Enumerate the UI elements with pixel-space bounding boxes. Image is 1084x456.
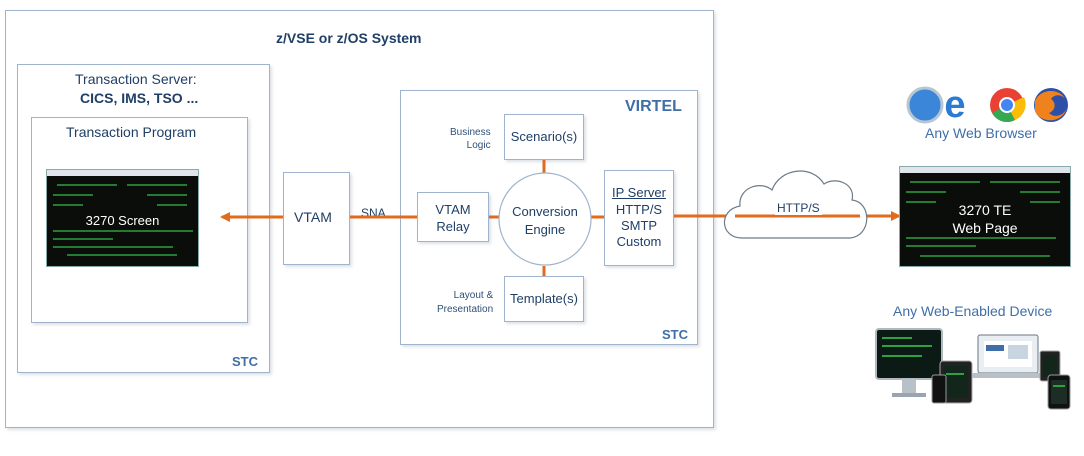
phone-right-icon — [1047, 374, 1071, 410]
vtam-relay-label: VTAM Relay — [435, 202, 471, 234]
ip-server-title: IP Server — [612, 185, 666, 200]
scenario-label: Scenario(s) — [510, 129, 578, 144]
virtel-stc: STC — [662, 327, 688, 342]
ip-server-protocols: HTTP/S SMTP Custom — [615, 202, 663, 249]
safari-icon — [906, 86, 944, 124]
business-logic-label: Business Logic — [450, 127, 491, 151]
template-label: Template(s) — [510, 291, 578, 306]
conversion-engine-circle — [498, 172, 592, 266]
small-tablet-icon — [1039, 350, 1061, 382]
transaction-program-title: Transaction Program — [66, 124, 197, 140]
conversion-engine-label: Conversion Engine — [512, 204, 578, 237]
vtam-label: VTAM — [294, 209, 332, 225]
terminal-3270-te-screen: 3270 TE Web Page — [899, 166, 1071, 267]
svg-text:e: e — [944, 85, 965, 125]
devices-label: Any Web-Enabled Device — [893, 303, 1053, 319]
terminal-3270-screen: 3270 Screen — [46, 169, 199, 267]
scenario-box — [504, 114, 584, 160]
vtam-relay-box — [417, 192, 489, 242]
transaction-server-stc: STC — [232, 354, 258, 369]
system-box — [5, 10, 714, 428]
phone-icon — [931, 374, 947, 404]
firefox-icon — [1034, 88, 1068, 122]
system-title: z/VSE or z/OS System — [276, 30, 422, 46]
edge-icon: e — [944, 85, 965, 125]
transaction-program-box — [31, 117, 248, 323]
tablet-icon — [939, 360, 973, 404]
screen-3270-label: 3270 Screen — [85, 213, 160, 228]
transaction-server-title: Transaction Server: — [75, 71, 197, 87]
laptop-icon — [972, 334, 1044, 378]
browser-icons: e — [905, 85, 1075, 125]
browser-label: Any Web Browser — [925, 125, 1037, 141]
template-box — [504, 276, 584, 322]
monitor-icon — [875, 328, 943, 397]
te-screen-label: 3270 TE Web Page — [952, 202, 1018, 236]
layout-presentation-label: Layout & Presentation — [437, 290, 494, 315]
chrome-icon — [990, 88, 1026, 122]
cloud-label: HTTP/S — [775, 201, 822, 215]
virtel-title: VIRTEL — [625, 98, 682, 115]
devices-illustration — [872, 325, 1077, 415]
transaction-server-subtitle: CICS, IMS, TSO ... — [80, 90, 199, 106]
ip-server-box — [604, 170, 674, 266]
vtam-box — [283, 172, 350, 265]
